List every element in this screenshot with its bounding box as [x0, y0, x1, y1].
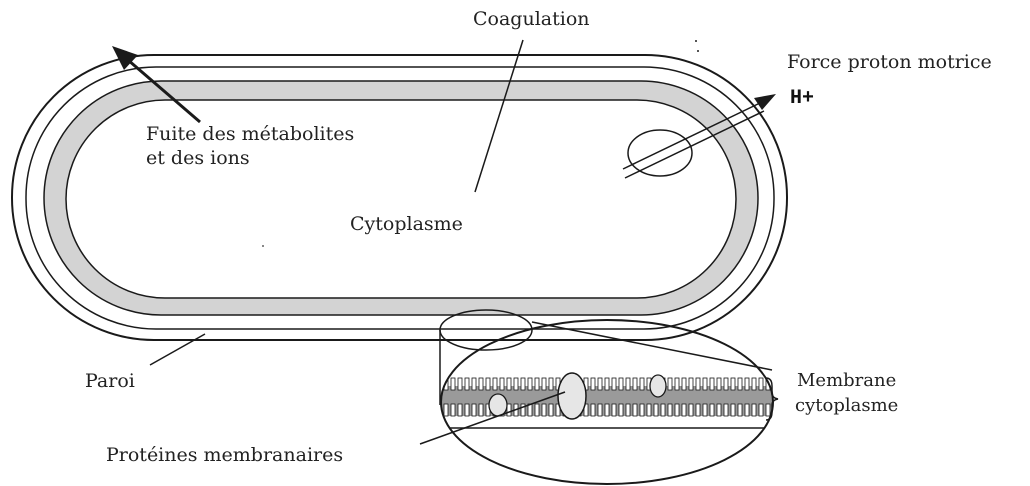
- membrane-protein-large: [558, 373, 586, 419]
- label-membrane-line2: cytoplasme: [795, 395, 898, 416]
- phospholipid-lower: [710, 404, 714, 416]
- phospholipid-upper: [521, 378, 525, 390]
- phospholipid-upper: [640, 378, 644, 390]
- phospholipid-lower: [689, 404, 693, 416]
- phospholipid-upper: [633, 378, 637, 390]
- phospholipid-lower: [745, 404, 749, 416]
- phospholipid-upper: [514, 378, 518, 390]
- phospholipid-lower: [654, 404, 658, 416]
- phospholipid-upper: [598, 378, 602, 390]
- phospholipid-lower: [682, 404, 686, 416]
- phospholipid-lower: [717, 404, 721, 416]
- phospholipid-upper: [542, 378, 546, 390]
- phospholipid-upper: [759, 378, 763, 390]
- phospholipid-lower: [738, 404, 742, 416]
- speck-2: [697, 50, 699, 52]
- proton-arrowhead: [754, 94, 776, 110]
- phospholipid-lower: [766, 404, 770, 416]
- label-cytoplasme: Cytoplasme: [350, 213, 463, 235]
- phospholipid-lower: [535, 404, 539, 416]
- phospholipid-lower: [591, 404, 595, 416]
- phospholipid-upper: [535, 378, 539, 390]
- phospholipid-lower: [451, 404, 455, 416]
- phospholipid-upper: [745, 378, 749, 390]
- phospholipid-upper: [703, 378, 707, 390]
- speck-1: [695, 40, 697, 42]
- phospholipid-upper: [458, 378, 462, 390]
- speck-3: [262, 245, 264, 247]
- phospholipid-lower: [549, 404, 553, 416]
- phospholipid-upper: [591, 378, 595, 390]
- phospholipid-upper: [752, 378, 756, 390]
- phospholipid-upper: [500, 378, 504, 390]
- phospholipid-upper: [465, 378, 469, 390]
- phospholipid-lower: [647, 404, 651, 416]
- phospholipid-lower: [675, 404, 679, 416]
- phospholipid-upper: [493, 378, 497, 390]
- phospholipid-upper: [605, 378, 609, 390]
- label-coagulation: Coagulation: [473, 8, 590, 30]
- phospholipid-lower: [542, 404, 546, 416]
- phospholipid-upper: [689, 378, 693, 390]
- label-force-proton-motrice: Force proton motrice: [787, 51, 992, 73]
- phospholipid-lower: [458, 404, 462, 416]
- phospholipid-lower: [598, 404, 602, 416]
- phospholipid-lower: [661, 404, 665, 416]
- membrane-protein-right: [650, 375, 666, 397]
- phospholipid-upper: [717, 378, 721, 390]
- phospholipid-lower: [619, 404, 623, 416]
- label-fuite-line1: Fuite des métabolites: [146, 123, 354, 145]
- phospholipid-lower: [668, 404, 672, 416]
- phospholipid-upper: [619, 378, 623, 390]
- phospholipid-lower: [626, 404, 630, 416]
- phospholipid-lower: [724, 404, 728, 416]
- phospholipid-lower: [465, 404, 469, 416]
- phospholipid-lower: [640, 404, 644, 416]
- phospholipid-upper: [682, 378, 686, 390]
- phospholipid-lower: [605, 404, 609, 416]
- phospholipid-upper: [451, 378, 455, 390]
- phospholipid-lower: [731, 404, 735, 416]
- proton-channel-circle: [628, 130, 692, 176]
- phospholipid-upper: [668, 378, 672, 390]
- phospholipid-upper: [626, 378, 630, 390]
- phospholipid-upper: [724, 378, 728, 390]
- phospholipid-upper: [528, 378, 532, 390]
- label-proteines-membranaires: Protéines membranaires: [106, 444, 343, 466]
- phospholipid-upper: [549, 378, 553, 390]
- phospholipid-lower: [759, 404, 763, 416]
- phospholipid-lower: [633, 404, 637, 416]
- phospholipid-lower: [472, 404, 476, 416]
- phospholipid-upper: [675, 378, 679, 390]
- phospholipid-upper: [486, 378, 490, 390]
- phospholipid-lower: [444, 404, 448, 416]
- phospholipid-upper: [738, 378, 742, 390]
- phospholipid-upper: [612, 378, 616, 390]
- phospholipid-lower: [612, 404, 616, 416]
- phospholipid-upper: [710, 378, 714, 390]
- phospholipid-upper: [696, 378, 700, 390]
- label-membrane-line1: Membrane: [797, 370, 896, 391]
- phospholipid-upper: [479, 378, 483, 390]
- phospholipid-upper: [507, 378, 511, 390]
- magnified-membrane: [440, 373, 774, 428]
- phospholipid-lower: [696, 404, 700, 416]
- phospholipid-upper: [472, 378, 476, 390]
- phospholipid-upper: [731, 378, 735, 390]
- phospholipid-lower: [703, 404, 707, 416]
- membrane-protein-left: [489, 394, 507, 416]
- phospholipid-lower: [752, 404, 756, 416]
- label-h-plus: H+: [790, 87, 814, 110]
- phospholipid-lower: [479, 404, 483, 416]
- label-paroi: Paroi: [85, 370, 135, 392]
- label-fuite-line2: et des ions: [146, 147, 250, 169]
